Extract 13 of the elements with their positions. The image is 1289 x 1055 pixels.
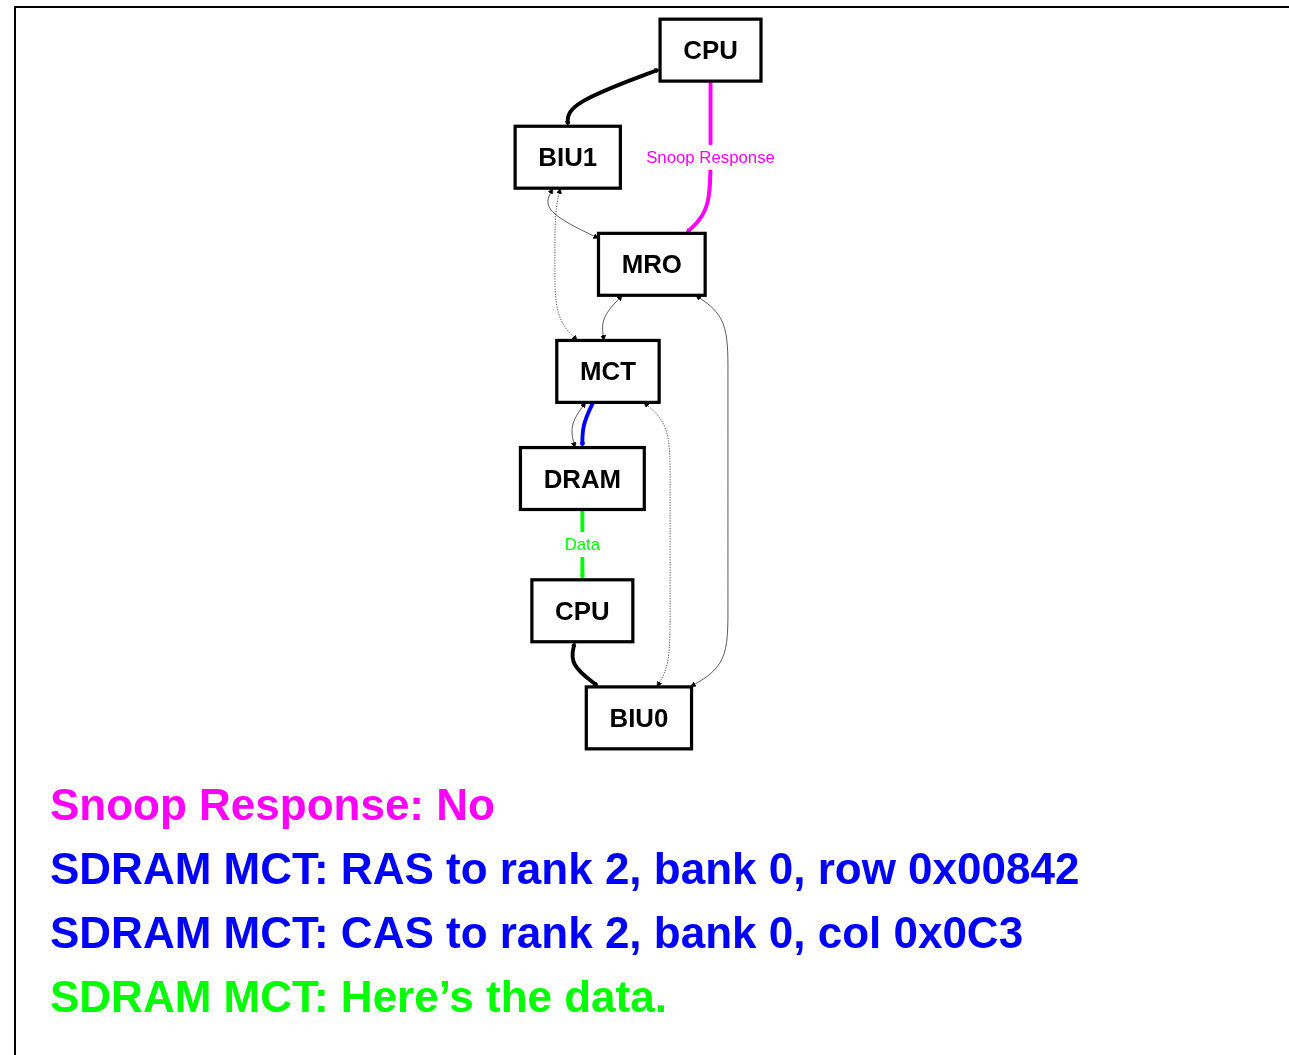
note-text: SDRAM MCT: RAS to rank 2, bank 0, row 0x00842 [50,844,1080,894]
edge-label: Data [564,534,601,554]
node-box: CPU [658,17,763,83]
node-box: DRAM [518,445,646,512]
node-box: MCT [555,338,661,404]
note-text: SDRAM MCT: CAS to rank 2, bank 0, col 0x0C3 [50,908,1025,958]
node-box: CPU [530,578,635,644]
note-text: SDRAM MCT: Here’s the data. [50,972,668,1022]
edge-label: Snoop Response [646,147,775,167]
note-text: Snoop Response: No [50,780,496,830]
node-box: MRO [596,231,707,297]
node-box: BIU1 [513,124,622,190]
node-box: BIU0 [584,685,694,751]
